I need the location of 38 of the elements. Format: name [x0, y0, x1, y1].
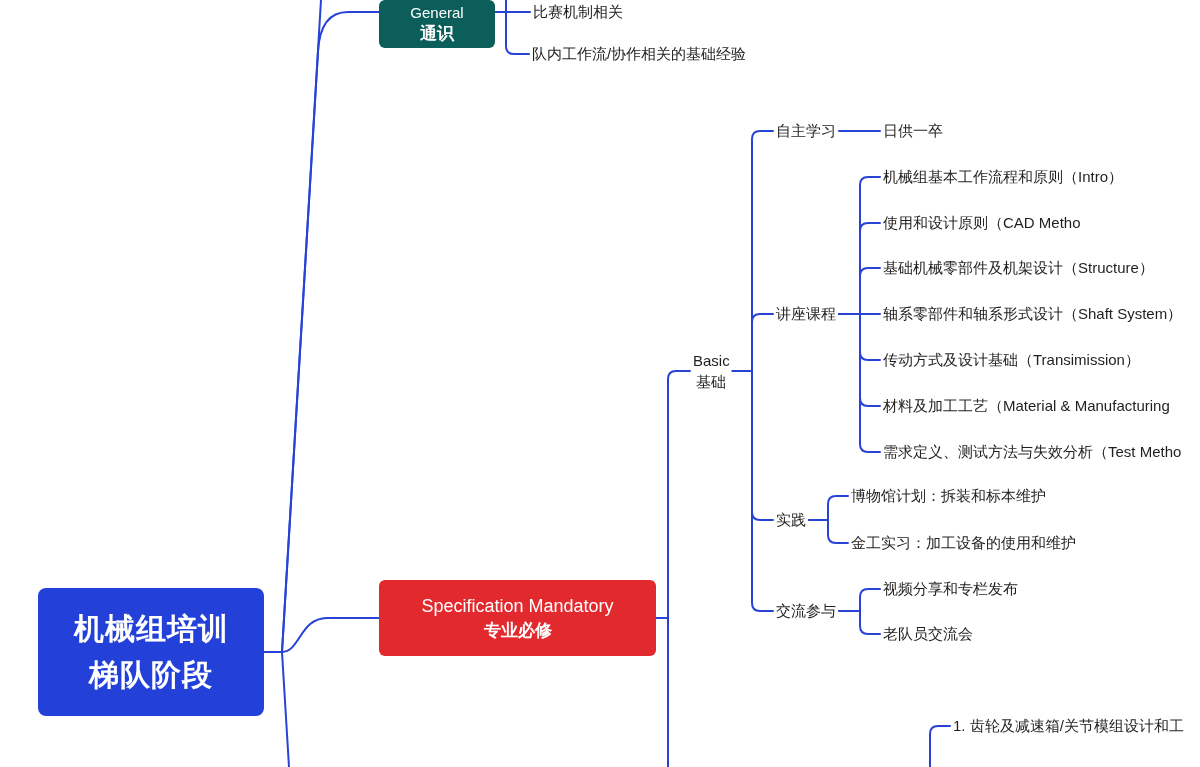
- subtopic-label: 视频分享和专栏发布: [880, 579, 1021, 599]
- subtopic-label: 基础: [696, 372, 727, 392]
- connector-line: [731, 370, 774, 612]
- topic-box: [379, 0, 495, 48]
- subtopic-label: 金工实习：加工设备的使用和维护: [848, 533, 1079, 553]
- root-topic-title: 机械组培训梯队阶段: [72, 611, 230, 693]
- subtopic-label: 实践: [773, 510, 809, 530]
- connector-line: [929, 725, 951, 767]
- connector-line: [838, 313, 881, 453]
- connector-line: [808, 519, 849, 544]
- subtopic-label: Basic: [693, 351, 730, 371]
- topic-box: [379, 580, 656, 656]
- connector-line: [263, 651, 290, 767]
- subtopic-label: 基础机械零部件及机架设计（Structure）: [880, 258, 1157, 278]
- subtopic-label: 使用和设计原则（CAD Metho: [880, 213, 1084, 233]
- subtopic-label: 交流参与: [773, 601, 839, 621]
- subtopic-label: 1. 齿轮及减速箱/关节模组设计和工: [950, 716, 1187, 736]
- connector-line: [494, 11, 530, 55]
- subtopic-label: 传动方式及设计基础（Transimission）: [880, 350, 1143, 370]
- connector-line: [838, 130, 881, 132]
- subtopic-label: 日供一卒: [880, 121, 946, 141]
- subtopic-label: 讲座课程: [773, 304, 839, 324]
- subtopic-label: 需求定义、测试方法与失效分析（Test Metho: [880, 442, 1185, 462]
- subtopic-label: 自主学习: [773, 121, 839, 141]
- connector-line: [655, 617, 669, 767]
- subtopic-label: 队内工作流/协作相关的基础经验: [529, 44, 750, 64]
- topic-title: Specification Mandatory: [421, 595, 614, 618]
- topic-subtitle: 通识: [420, 22, 454, 45]
- subtopic-label: 机械组基本工作流程和原则（Intro）: [880, 167, 1126, 187]
- subtopic-label: 老队员交流会: [880, 624, 976, 644]
- topic-title: General: [410, 3, 464, 22]
- subtopic-label: 比赛机制相关: [530, 2, 626, 22]
- subtopic-label: 轴系零部件和轴系形式设计（Shaft System）: [880, 304, 1186, 324]
- topic-subtitle: 专业必修: [483, 620, 552, 642]
- subtopic-label: 博物馆计划：拆装和标本维护: [848, 486, 1049, 506]
- subtopic-label: 材料及加工工艺（Material & Manufacturing: [880, 396, 1173, 416]
- connector-line: [838, 610, 881, 635]
- root-topic-box: [38, 588, 264, 716]
